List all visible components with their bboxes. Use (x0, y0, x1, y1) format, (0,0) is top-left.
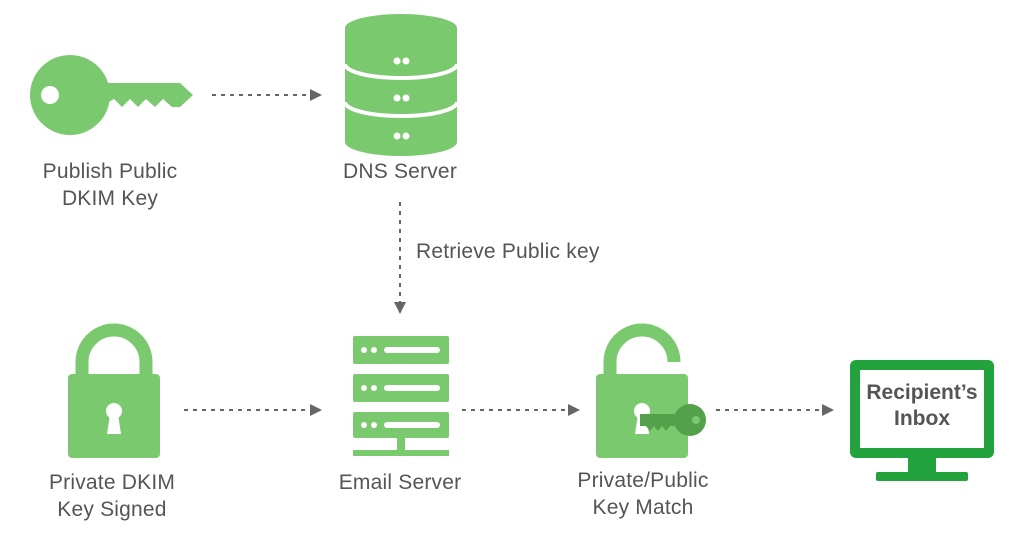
email-server-label: Email Server (338, 471, 462, 494)
key-icon (30, 55, 193, 135)
database-icon (343, 14, 459, 156)
inbox-title-line2: Inbox (894, 407, 950, 430)
unlocked-lock-with-key-icon (596, 323, 706, 458)
private-key-label: Private DKIM Key Signed (48, 471, 176, 521)
server-rack-icon (353, 336, 449, 456)
retrieve-public-key-label: Retrieve Public key (416, 240, 600, 263)
inbox-title-line1: Recipient’s (866, 381, 977, 404)
monitor-icon: Recipient’s Inbox (850, 360, 994, 481)
lock-icon (68, 323, 160, 458)
publish-key-label: Publish Public DKIM Key (42, 160, 178, 210)
dns-server-label: DNS Server (342, 160, 458, 183)
key-match-label: Private/Public Key Match (577, 469, 709, 519)
